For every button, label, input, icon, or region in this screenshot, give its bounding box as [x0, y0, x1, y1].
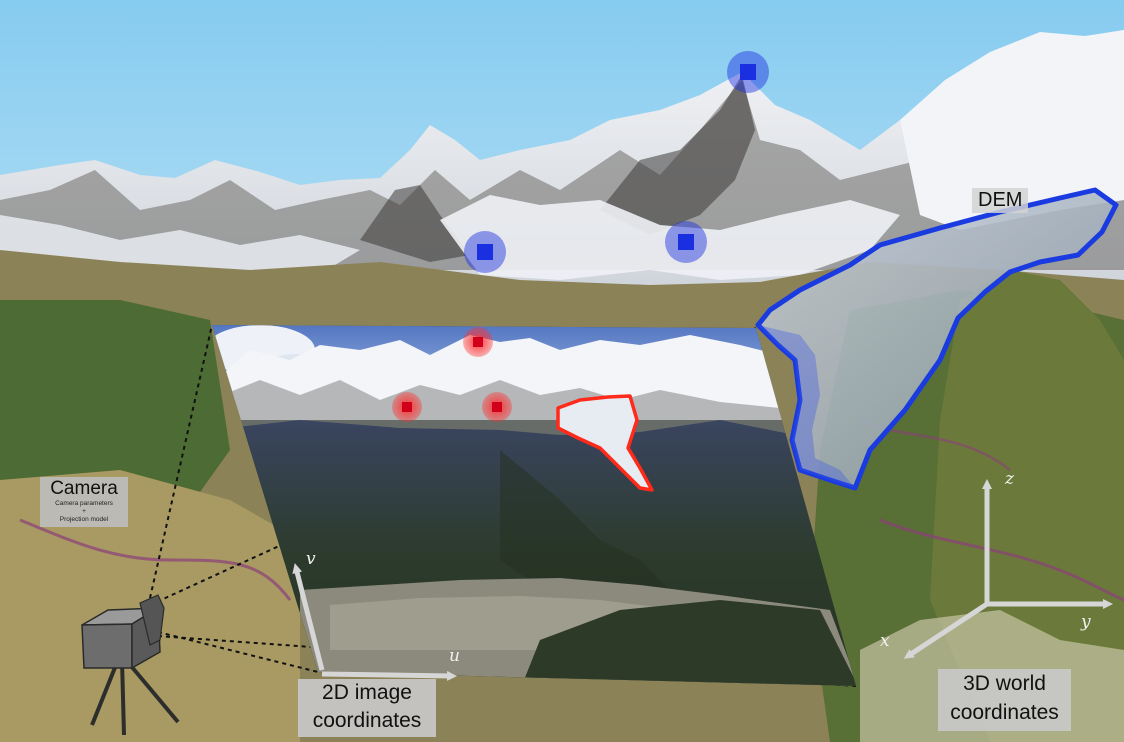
image-control-point-2 — [392, 392, 422, 422]
world-control-point-1 — [727, 51, 769, 93]
purple-contour-2 — [879, 518, 1124, 602]
world-axis-y-label: y — [1081, 612, 1091, 632]
image-v-axis-arrow — [292, 563, 325, 671]
ridge-dark-rocks — [360, 75, 755, 262]
image-control-point-3 — [482, 392, 512, 422]
image-u-axis-arrow — [321, 670, 457, 681]
projected-photograph — [212, 325, 856, 686]
image-axis-u-label: u — [449, 646, 460, 666]
right-massif — [900, 30, 1124, 230]
camera-parameters-label: Camera parameters — [55, 500, 113, 507]
snowfield — [440, 195, 900, 280]
camera-title: Camera — [50, 478, 118, 499]
camera-icon — [81, 594, 180, 736]
world-axis-x-label: x — [880, 631, 890, 651]
world-axes — [903, 479, 1113, 659]
world-control-point-2 — [464, 231, 506, 273]
dem-glacier-outline — [755, 187, 1119, 491]
world-coordinates-label: 3D world coordinates — [938, 669, 1071, 731]
dem-label: DEM — [972, 188, 1029, 213]
purple-contour-1 — [19, 518, 292, 601]
projection-model-label: Projection model — [59, 516, 109, 523]
image-axis-v-label: v — [306, 549, 316, 569]
camera-plus-label: + — [82, 508, 86, 515]
world-control-point-3 — [665, 221, 707, 263]
image-coordinates-label: 2D image coordinates — [298, 679, 436, 737]
image-glacier-outline — [556, 394, 654, 492]
world-axis-z-label: z — [1005, 469, 1014, 489]
camera-label: Camera Camera parameters + Projection mo… — [40, 477, 128, 527]
dem-glacier-band — [758, 325, 855, 488]
image-control-point-1 — [463, 327, 493, 357]
